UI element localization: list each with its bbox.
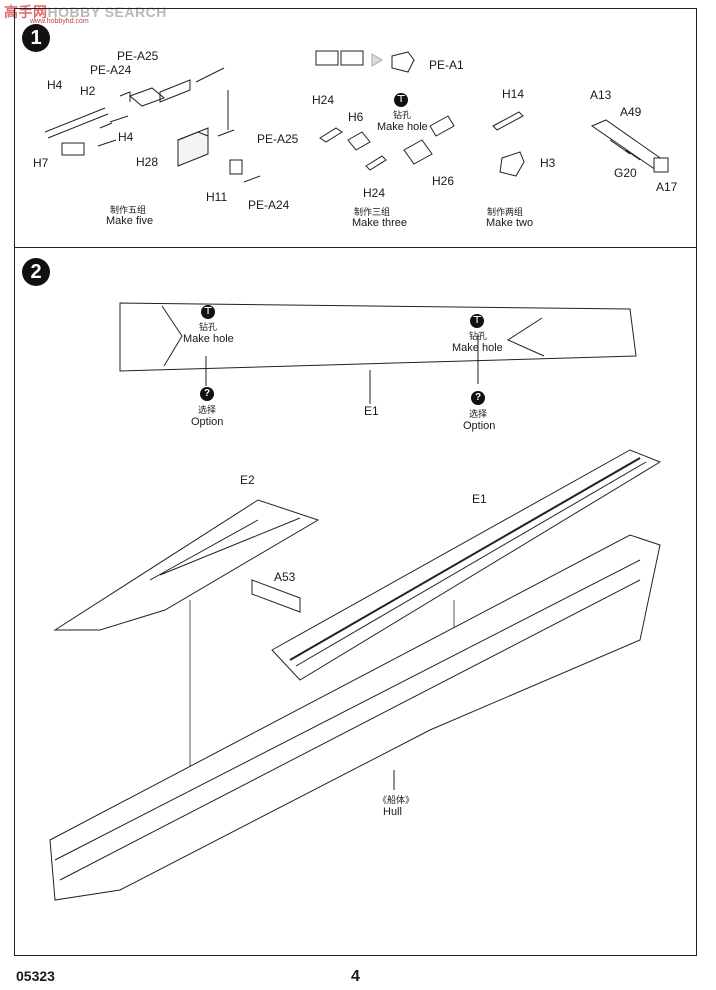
drill-icon: ⊤	[394, 93, 408, 107]
step-2-marker: 2	[22, 258, 50, 286]
group-c-drawing	[492, 111, 525, 177]
hole-right-cn: 钻孔	[469, 331, 488, 341]
option-right-en: Option	[463, 420, 496, 432]
option-icon-right: ?	[471, 391, 485, 405]
label-e2: E2	[240, 473, 255, 487]
group-d-drawing	[590, 119, 669, 173]
note-make-three-cn: 制作三组	[354, 207, 391, 217]
product-number: 05323	[16, 968, 55, 984]
label-a53: A53	[274, 570, 296, 584]
label-g20: G20	[614, 166, 637, 180]
label-h28: H28	[136, 155, 159, 169]
a53-drawing	[251, 579, 301, 613]
label-h11: H11	[206, 190, 228, 204]
hole-label-en: Make hole	[377, 121, 428, 133]
label-h24-b: H24	[363, 186, 386, 200]
hole-left-cn: 钻孔	[199, 322, 218, 332]
label-h24: H24	[312, 93, 335, 107]
label-a13: A13	[590, 88, 612, 102]
hole-left-en: Make hole	[183, 333, 234, 345]
page-number: 4	[351, 968, 360, 985]
label-h6: H6	[348, 110, 364, 124]
hull-label-cn: 《船体》	[378, 795, 415, 805]
instruction-frame	[14, 8, 697, 956]
step-divider	[14, 247, 697, 248]
note-make-five-en: Make five	[106, 215, 154, 227]
e2-drawing	[53, 499, 320, 780]
label-h4-b: H4	[118, 130, 134, 144]
hull-drawing	[49, 534, 661, 901]
label-pe-a1: PE-A1	[429, 58, 464, 72]
drill-icon-left: ⊤	[201, 305, 215, 319]
group-b-drawing	[315, 50, 455, 171]
label-h14: H14	[502, 87, 525, 101]
group-a-drawing	[44, 67, 261, 183]
hull-label-en: Hull	[383, 806, 402, 818]
label-h2: H2	[80, 84, 96, 98]
label-h26: H26	[432, 174, 455, 188]
label-e1: E1	[472, 492, 487, 506]
label-pe-a24: PE-A24	[90, 63, 132, 77]
label-a17: A17	[656, 180, 678, 194]
label-pe-a25: PE-A25	[117, 49, 159, 63]
hole-right-en: Make hole	[452, 342, 503, 354]
label-h4: H4	[47, 78, 63, 92]
label-h3: H3	[540, 156, 556, 170]
label-deck-e1: E1	[364, 404, 379, 418]
label-h7: H7	[33, 156, 49, 170]
note-make-three-en: Make three	[352, 217, 408, 229]
deck-plan-drawing	[119, 302, 637, 404]
e1-drawing	[271, 449, 662, 681]
drill-icon-right: ⊤	[470, 314, 484, 328]
option-right-cn: 选择	[469, 409, 488, 419]
label-pe-a24-b: PE-A24	[248, 198, 290, 212]
option-left-en: Option	[191, 416, 224, 428]
option-left-cn: 选择	[198, 405, 217, 415]
note-make-five-cn: 制作五组	[110, 205, 147, 215]
hole-label-cn: 钻孔	[393, 110, 412, 120]
note-make-two-en: Make two	[486, 217, 534, 229]
label-a49: A49	[620, 105, 642, 119]
label-pe-a25-b: PE-A25	[257, 132, 299, 146]
option-icon-left: ?	[200, 387, 214, 401]
note-make-two-cn: 制作两组	[487, 207, 524, 217]
watermark-url: www.hobbyhd.com	[30, 18, 89, 25]
step-1-marker: 1	[22, 24, 50, 52]
